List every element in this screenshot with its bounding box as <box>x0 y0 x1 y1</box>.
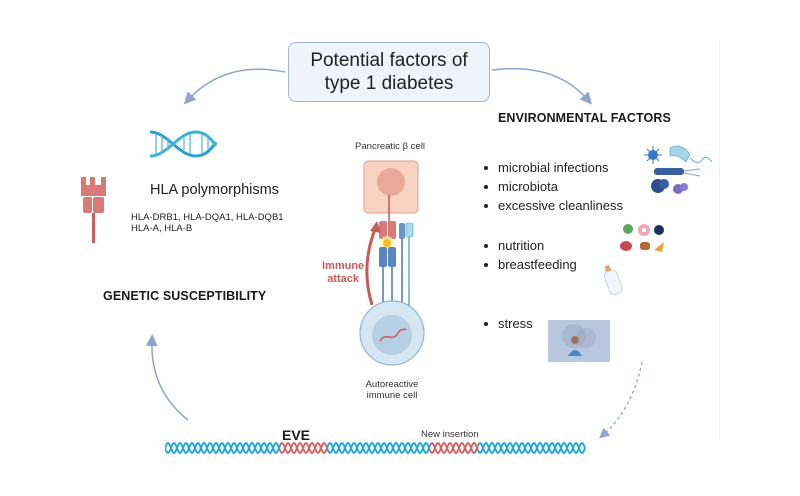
env-item: microbiota <box>482 177 623 196</box>
beta-cell-label: Pancreatic β cell <box>355 141 425 152</box>
stress-person-icon <box>548 320 610 362</box>
dna-segment-new-insertion <box>429 441 479 455</box>
dna-segment-host <box>326 441 431 455</box>
dna-helix-icon <box>149 130 218 158</box>
immune-cell-label: Autoreactive immune cell <box>342 379 442 401</box>
title-line1: Potential factors of <box>310 50 468 71</box>
env-item: microbial infections <box>482 158 623 177</box>
immune-attack-line2: attack <box>327 273 359 285</box>
immune-attack-arrow <box>365 226 378 306</box>
title-box: Potential factors of type 1 diabetes <box>288 42 490 102</box>
env-list-nutrition: nutrition breastfeeding <box>482 236 577 274</box>
env-list-stress: stress <box>482 314 533 333</box>
hla-genes-line2: HLA-A, HLA-B <box>131 223 193 234</box>
immune-cell-nucleus <box>372 315 412 355</box>
environmental-factors-heading: ENVIRONMENTAL FACTORS <box>498 111 671 125</box>
eve-label: EVE <box>282 427 311 443</box>
arrow-to-genetic <box>183 68 286 105</box>
env-item: stress <box>482 314 533 333</box>
microbes-icon <box>644 145 713 194</box>
immune-cell-line2: immune cell <box>366 390 418 401</box>
immune-attack-label: Immune attack <box>322 260 364 286</box>
env-item: excessive cleanliness <box>482 196 623 215</box>
dna-segment-eve <box>279 441 328 455</box>
hla-genes-line1: HLA-DRB1, HLA-DQA1, HLA-DQB1 <box>131 212 284 223</box>
hla-polymorphisms-title: HLA polymorphisms <box>150 182 279 198</box>
env-list-infections: microbial infections microbiota excessiv… <box>482 158 623 215</box>
dna-strand <box>165 441 586 455</box>
hla-gene-list: HLA-DRB1, HLA-DQA1, HLA-DQB1 HLA-A, HLA-… <box>131 212 284 234</box>
dna-segment-host <box>165 441 281 455</box>
panel-divider <box>719 40 720 440</box>
baby-bottle-icon <box>603 264 623 296</box>
hla-receptor-icon <box>81 177 106 243</box>
immune-attack-illustration <box>359 160 425 366</box>
env-item: breastfeeding <box>482 255 577 274</box>
immune-attack-line1: Immune <box>322 260 365 272</box>
food-icon <box>620 224 664 252</box>
arrow-to-environmental <box>491 67 592 105</box>
beta-cell-nucleus <box>377 168 405 196</box>
immune-cell-line1: Autoreactive <box>365 379 419 390</box>
arrow-to-eve <box>599 361 643 439</box>
genetic-susceptibility-heading: GENETIC SUSCEPTIBILITY <box>103 289 267 303</box>
dna-segment-new-insertion <box>429 441 479 455</box>
dna-segment-host <box>326 441 431 455</box>
arrow-to-genetic-susceptibility <box>145 334 189 421</box>
env-item: nutrition <box>482 236 577 255</box>
title-line2: type 1 diabetes <box>324 73 454 94</box>
dna-segment-host <box>477 441 586 455</box>
new-insertion-label: New insertion <box>421 429 479 440</box>
